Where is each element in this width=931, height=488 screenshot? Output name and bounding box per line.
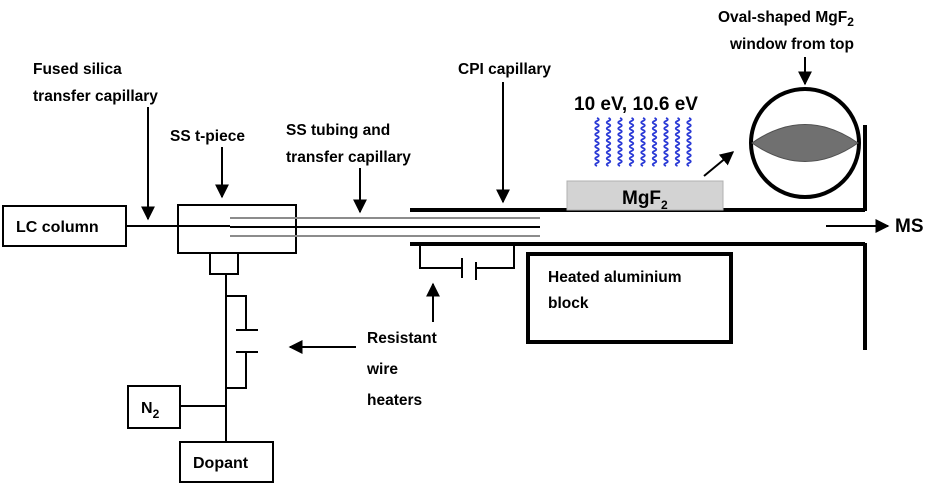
dopant-heater-wire — [226, 295, 247, 389]
ss-t-piece-stem — [209, 253, 239, 275]
uv-wave-line — [651, 117, 658, 167]
capillary-heater-wire — [419, 244, 515, 269]
dopant-box — [179, 441, 274, 483]
oval-label-2: window from top — [729, 36, 854, 53]
uv-wave-line — [594, 117, 600, 167]
uv-wave-line — [605, 117, 612, 167]
n2-box — [127, 385, 181, 429]
heated-aluminium-label-1: Heated aluminium — [548, 269, 682, 286]
resistant-label-1: Resistant — [367, 330, 437, 347]
uv-wave-line — [640, 117, 646, 167]
ss-tubing-label-2: transfer capillary — [286, 149, 411, 166]
ss-tpiece-label: SS t-piece — [170, 128, 245, 145]
ss-tubing-label-1: SS tubing and — [286, 122, 390, 139]
lc-column-label: LC column — [16, 219, 99, 236]
uv-wave-line — [617, 117, 623, 167]
window-zoom-arrow — [703, 151, 735, 177]
fused-silica-label-1: Fused silica — [33, 61, 122, 78]
dopant-label: Dopant — [193, 455, 249, 472]
window-top-view-circle — [749, 87, 861, 199]
uv-wave-line — [674, 117, 681, 167]
ms-label: MS — [895, 216, 924, 237]
ss-t-piece-body — [177, 204, 297, 254]
oval-label-1: Oval-shaped MgF2 — [718, 9, 854, 29]
n2-label: N2 — [141, 400, 160, 421]
resistant-label-2: wire — [366, 361, 398, 378]
uv-light-waves — [594, 117, 692, 167]
heated-aluminium-block — [526, 252, 733, 344]
energies-label: 10 eV, 10.6 eV — [574, 94, 698, 115]
resistant-label-3: heaters — [367, 392, 422, 409]
heated-aluminium-label-2: block — [548, 295, 589, 312]
uv-wave-line — [663, 117, 669, 167]
oval-mgf2-window-shape — [751, 124, 859, 162]
mgf2-window-block — [566, 180, 724, 211]
uv-wave-line — [686, 117, 692, 167]
uv-wave-line — [628, 117, 635, 167]
mgf2-label: MgF2 — [622, 188, 668, 212]
cpi-capillary-label: CPI capillary — [458, 61, 551, 78]
fused-silica-label-2: transfer capillary — [33, 88, 158, 105]
